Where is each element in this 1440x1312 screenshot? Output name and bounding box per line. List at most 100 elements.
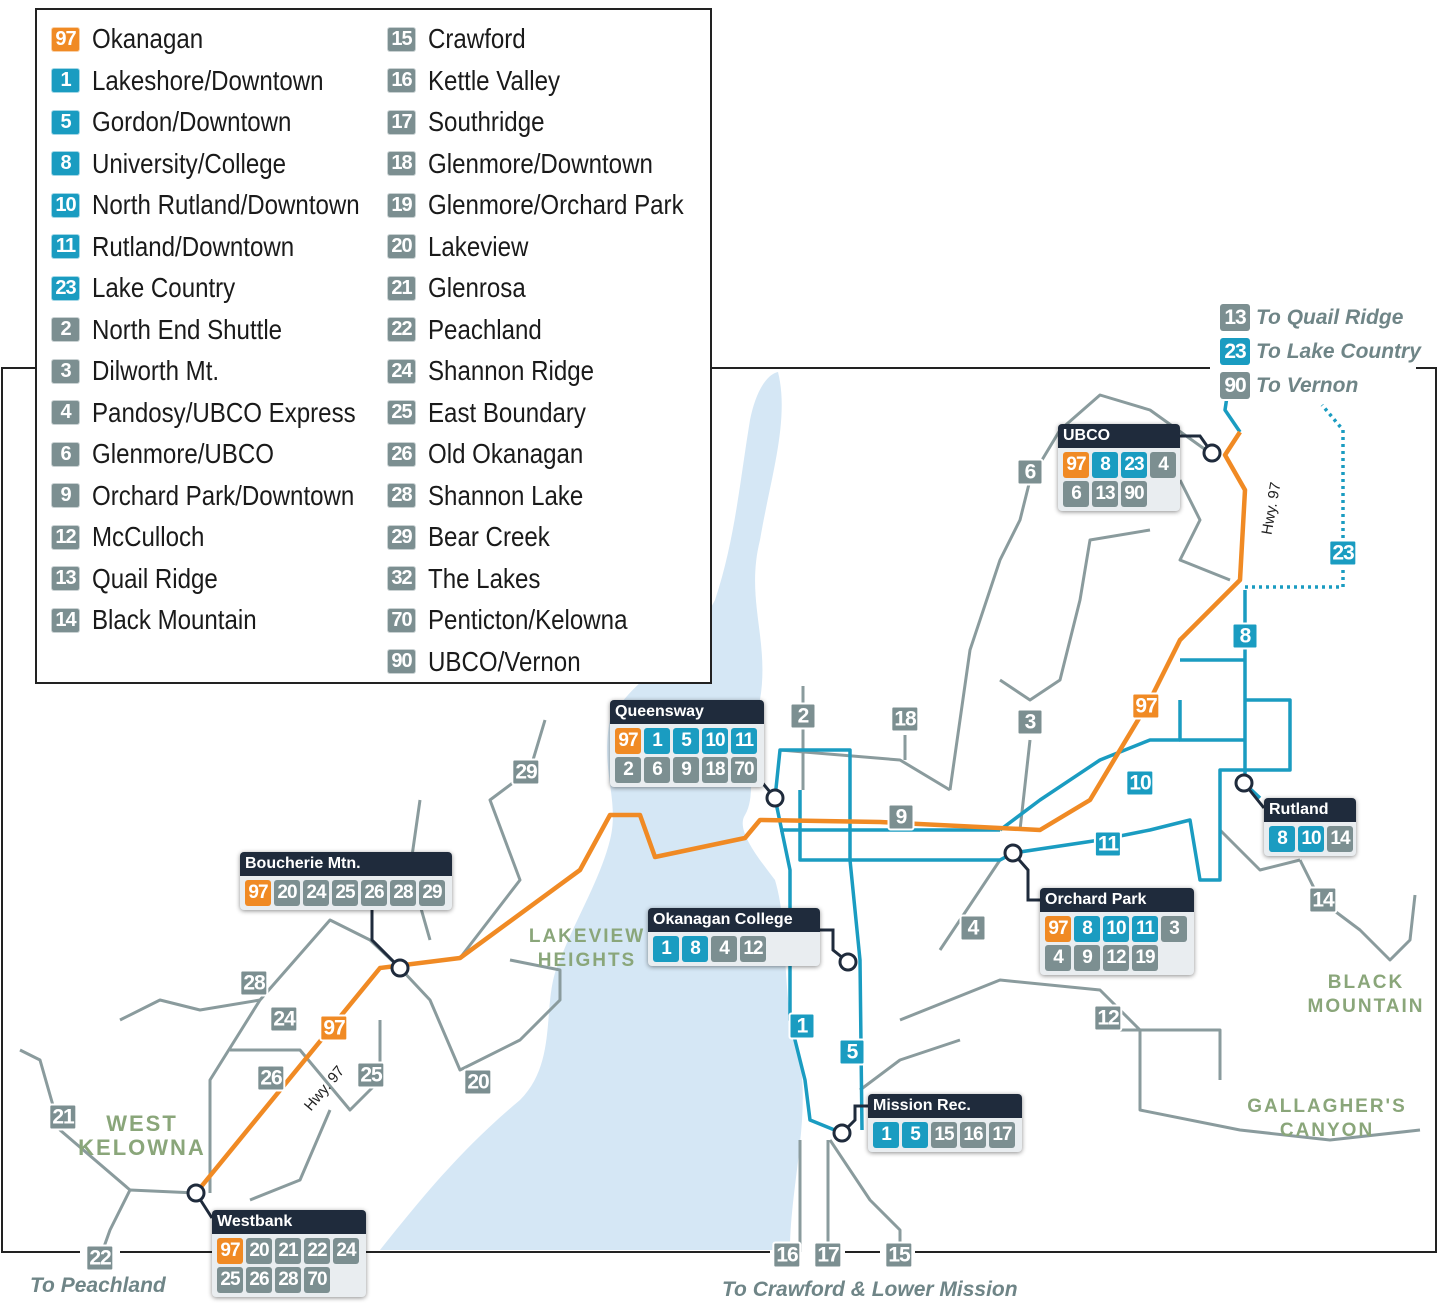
- route-badge-1: 1: [644, 728, 670, 754]
- route-badge-12: 12: [1103, 945, 1129, 971]
- legend-label: Glenmore/Downtown: [428, 147, 653, 179]
- place-label-line: BLACK: [1327, 972, 1405, 993]
- legend-label: The Lakes: [428, 562, 541, 594]
- legend-label: McCulloch: [92, 521, 205, 552]
- route-badge-20: 20: [387, 234, 416, 259]
- route-marker: 20: [463, 1068, 493, 1096]
- route-badge-12: 12: [740, 936, 766, 962]
- route-badge-97: 97: [1045, 916, 1071, 942]
- destination-label: To Vernon: [1256, 373, 1359, 397]
- frequent-routes: [773, 389, 1292, 1135]
- route-badge-97: 97: [1063, 452, 1089, 478]
- route-badge-14: 14: [1327, 826, 1353, 852]
- place-label: BLACK MOUNTAIN: [1308, 971, 1425, 1019]
- legend-label: Black Mountain: [92, 604, 257, 635]
- route-badge-12: 12: [1093, 1004, 1123, 1032]
- route-badge-10: 10: [1103, 916, 1129, 942]
- route-badge-8: 8: [1092, 452, 1118, 478]
- route-badge-10: 10: [1125, 769, 1155, 797]
- route-badge-11: 11: [731, 728, 757, 754]
- route-badge-97: 97: [245, 880, 271, 906]
- route-badge-9: 9: [887, 803, 915, 831]
- route-badge-29: 29: [387, 524, 416, 550]
- route-badge-70: 70: [387, 607, 416, 633]
- route-badge-28: 28: [390, 880, 416, 906]
- legend-label: Lakeshore/Downtown: [92, 64, 324, 96]
- route-badge-26: 26: [246, 1267, 272, 1293]
- legend-label: Lake Country: [92, 272, 236, 303]
- route-marker: 24: [269, 1005, 299, 1033]
- legend-label: Shannon Lake: [428, 479, 584, 511]
- route-97-line: [194, 430, 1248, 1195]
- route-badge-70: 70: [731, 757, 757, 783]
- legend-label: Rutland/Downtown: [92, 230, 295, 262]
- route-badge-4: 4: [1045, 945, 1071, 971]
- route-badge-6: 6: [1016, 458, 1044, 486]
- route-23-dotted: [1245, 403, 1345, 589]
- legend-label: Pandosy/UBCO Express: [92, 396, 356, 428]
- destination-label: To Quail Ridge: [1256, 305, 1404, 329]
- route-badge-23: 23: [1328, 539, 1358, 567]
- place-label-line: KELOWNA: [78, 1135, 206, 1160]
- route-marker: 11: [1093, 830, 1123, 858]
- legend-label: Gordon/Downtown: [92, 106, 292, 137]
- route-badge-2: 2: [789, 702, 817, 730]
- station-name: Boucherie Mtn.: [240, 852, 452, 876]
- route-badge-2: 2: [51, 317, 80, 342]
- route-badge-8: 8: [1269, 826, 1295, 852]
- place-label-line: GALLAGHER'S: [1247, 1096, 1407, 1117]
- route-badge-2: 2: [615, 757, 641, 783]
- place-label-line: LAKEVIEW: [528, 926, 646, 947]
- route-marker: 17: [813, 1241, 843, 1269]
- route-badge-97: 97: [1131, 692, 1161, 720]
- route-marker: 1: [788, 1012, 816, 1040]
- route-badge-5: 5: [51, 109, 80, 135]
- okanagan-lake: [380, 372, 803, 1250]
- route-badge-26: 26: [361, 880, 387, 906]
- place-label-line: MOUNTAIN: [1307, 996, 1425, 1017]
- route-badge-97: 97: [319, 1014, 349, 1042]
- route-badge-13: 13: [1220, 304, 1250, 331]
- route-marker: 22: [85, 1244, 115, 1272]
- route-badge-90: 90: [1220, 372, 1250, 399]
- route-marker: 16: [772, 1241, 802, 1269]
- legend-label: Okanagan: [92, 23, 204, 54]
- route-badge-3: 3: [1161, 916, 1187, 942]
- route-badge-29: 29: [419, 880, 445, 906]
- route-marker: 97: [319, 1014, 349, 1042]
- route-badge-5: 5: [673, 728, 699, 754]
- route-badge-24: 24: [387, 358, 416, 384]
- route-badge-90: 90: [387, 649, 416, 674]
- route-badge-4: 4: [51, 400, 80, 425]
- route-badge-6: 6: [51, 441, 80, 467]
- route-badge-29: 29: [511, 758, 541, 786]
- destination-label: To Lake Country: [1256, 339, 1421, 363]
- legend-item-5: 5 Gordon/Downtown: [51, 106, 324, 137]
- route-badge-1: 1: [653, 936, 679, 962]
- route-badge-4: 4: [1150, 452, 1176, 478]
